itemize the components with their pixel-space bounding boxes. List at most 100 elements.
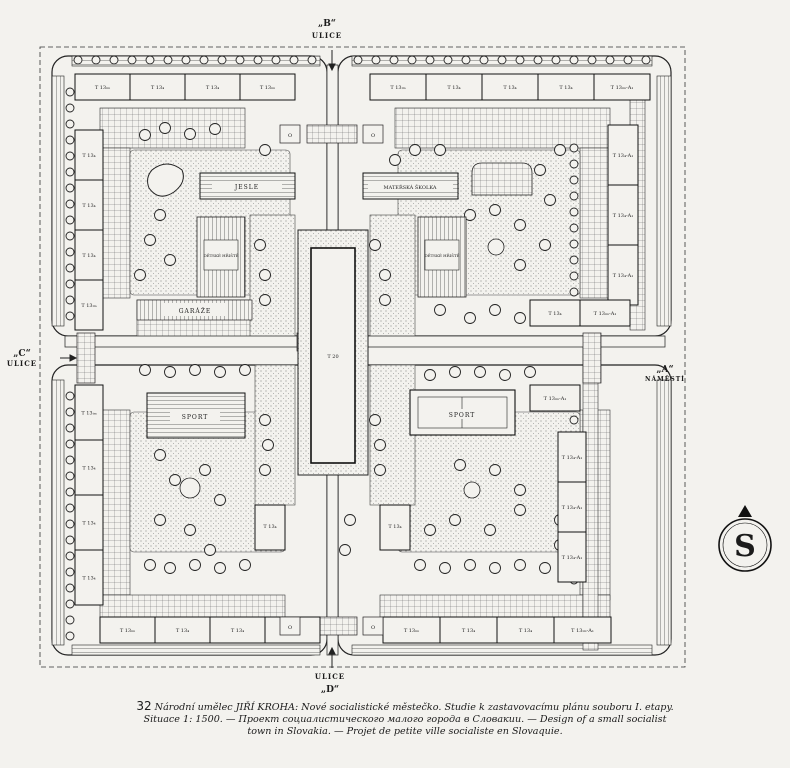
tree — [344, 514, 356, 526]
playground-right: DĚTSKÉ HŘIŠTĚ — [417, 216, 467, 298]
tree — [439, 562, 451, 574]
playground-left-label: DĚTSKÉ HŘIŠTĚ — [203, 253, 238, 258]
zone-o-label: O — [371, 133, 375, 139]
inner-right-label: T 13₄ — [388, 524, 401, 530]
tree — [569, 239, 579, 249]
tree — [144, 559, 156, 571]
tree — [489, 562, 501, 574]
entry-arrows — [60, 50, 336, 668]
building-t13 — [154, 616, 211, 644]
roundabout — [487, 238, 505, 256]
materska-skola-label: MATEŘSKÁ ŠKOLKA — [384, 183, 437, 191]
building-label: T 13ᵢₘ-A₁ — [611, 85, 634, 91]
tree — [514, 219, 526, 231]
building-label: T 13₄ — [82, 203, 95, 209]
building-t13 — [99, 616, 156, 644]
building-label: T 13₄-A₁ — [562, 455, 583, 461]
tree — [73, 55, 83, 65]
tree — [65, 631, 75, 641]
tree — [164, 254, 176, 266]
tree — [65, 279, 75, 289]
tree — [65, 135, 75, 145]
fountain-left — [179, 477, 201, 499]
square-a-name: NÁMĚSTÍ — [645, 375, 685, 383]
tree — [489, 464, 501, 476]
building-label: T 13ᵢₘ — [404, 628, 419, 634]
tree — [424, 369, 436, 381]
tree — [65, 263, 75, 273]
tree — [139, 129, 151, 141]
building-label: T 13ᵢₘ-A₁ — [594, 311, 617, 317]
tree — [65, 567, 75, 577]
compass-north-arrow — [738, 505, 752, 517]
building-label: T 13ᵢₘ-A₁ — [544, 396, 567, 402]
tree — [65, 551, 75, 561]
tree — [424, 524, 436, 536]
tree — [534, 164, 546, 176]
building-label: T 13₄-A₁ — [613, 213, 634, 219]
tree — [65, 167, 75, 177]
tree — [259, 144, 271, 156]
site-boundary — [39, 46, 686, 668]
tree — [65, 439, 75, 449]
tree — [65, 423, 75, 433]
tree — [514, 312, 526, 324]
building-label: T 13₄ — [151, 85, 164, 91]
tree — [641, 55, 651, 65]
tree — [164, 366, 176, 378]
tree — [414, 559, 426, 571]
tree — [127, 55, 137, 65]
building-t13 — [184, 73, 241, 101]
tree — [369, 414, 381, 426]
tree — [464, 559, 476, 571]
tree — [184, 524, 196, 536]
tree — [65, 519, 75, 529]
tree — [214, 494, 226, 506]
building-t13 — [557, 531, 587, 583]
tree — [569, 287, 579, 297]
building-label: T 13₄ — [176, 628, 189, 634]
square-a-quote: „A“ — [656, 365, 673, 375]
tree — [65, 295, 75, 305]
tree — [474, 366, 486, 378]
tree — [569, 191, 579, 201]
tree — [259, 269, 271, 281]
building-label: T 13₄ — [462, 628, 475, 634]
jesle-label: JESLE — [234, 184, 259, 191]
tree — [449, 366, 461, 378]
building-label: T 13ᵢₘ — [95, 85, 110, 91]
tree — [623, 55, 633, 65]
tree — [389, 55, 399, 65]
tree — [539, 562, 551, 574]
building-t13 — [129, 73, 186, 101]
tree — [65, 455, 75, 465]
street-c-quote: „C“ — [13, 349, 31, 359]
building-t13 — [369, 73, 427, 101]
tree — [259, 464, 271, 476]
tree — [289, 55, 299, 65]
fountain-right — [463, 481, 481, 499]
tree — [65, 231, 75, 241]
building-label: T 13ᵢₘ — [81, 303, 96, 309]
tree — [569, 159, 579, 169]
tree — [239, 364, 251, 376]
tree — [515, 55, 525, 65]
tree — [409, 144, 421, 156]
tree — [65, 583, 75, 593]
building-label: T 13₄ — [559, 85, 572, 91]
zone-o-label: O — [288, 625, 292, 631]
building-t13 — [425, 73, 483, 101]
tree — [204, 544, 216, 556]
sport-field-left: SPORT — [146, 392, 246, 439]
tree — [65, 247, 75, 257]
tree — [209, 123, 221, 135]
tree — [484, 524, 496, 536]
tree — [91, 55, 101, 65]
tree — [479, 55, 489, 65]
tower-t20-label: T 20 — [327, 354, 338, 360]
tree — [461, 55, 471, 65]
zone-o-label: O — [371, 625, 375, 631]
tree — [154, 449, 166, 461]
street-b-quote: „B“ — [318, 19, 336, 29]
tree — [65, 151, 75, 161]
